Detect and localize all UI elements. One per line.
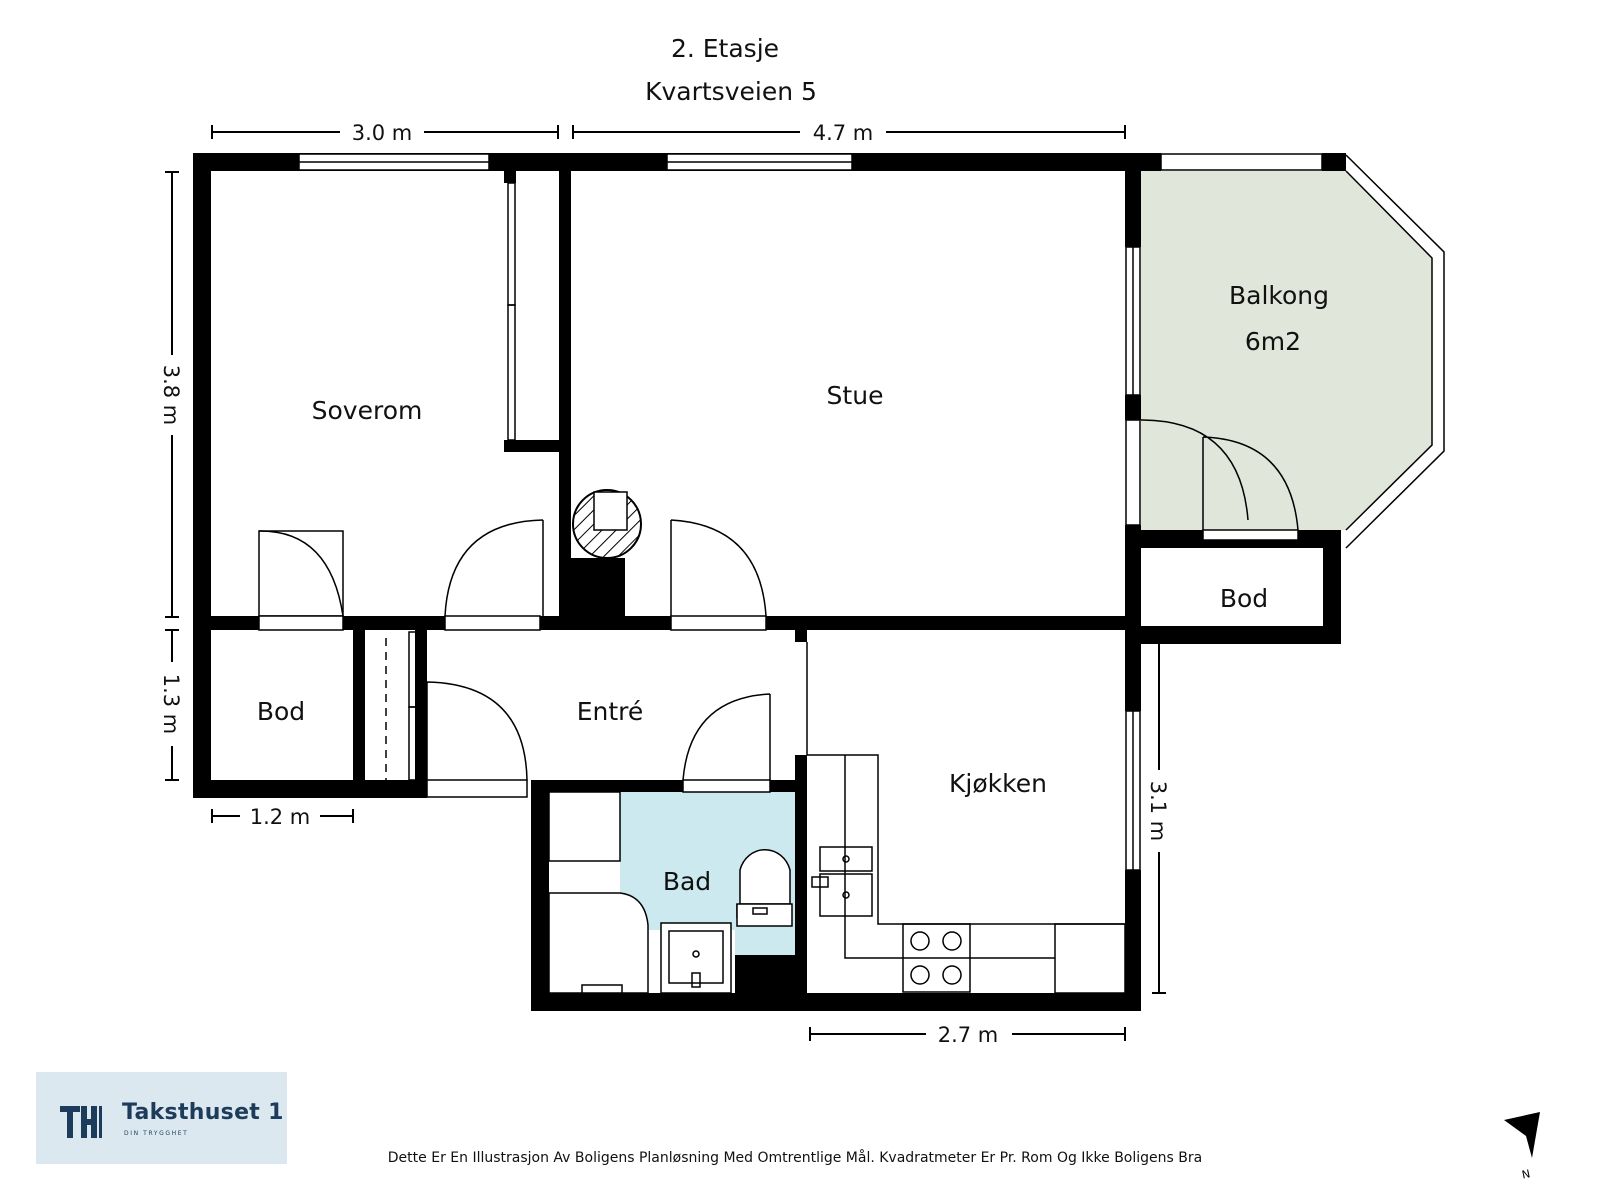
doors [258,182,1299,798]
bathroom-fixtures [548,791,793,994]
balcony-inner [1345,170,1433,531]
walls [193,153,1346,1011]
dimension-top-left: 3.0 m [352,121,413,145]
dimension-right-kitchen: 3.1 m [1146,781,1170,842]
dimension-left-lower: 1.3 m [159,674,183,735]
dimension-bottom-kitchen: 2.7 m [938,1023,999,1047]
taksthuset-logo-icon [60,1106,102,1138]
logo-name: Taksthuset 1 [122,1100,284,1125]
balcony-area [1141,171,1432,530]
room-label-entre: Entré [577,697,644,726]
floor-title: 2. Etasje [671,34,779,63]
kitchen-counters [807,754,1126,994]
balcony-railing [1345,154,1445,549]
room-label-bod-left: Bod [257,697,305,726]
fireplace [572,489,642,559]
address-title: Kvartsveien 5 [645,77,817,106]
dimension-bottom-left: 1.2 m [250,805,311,829]
room-label-kjokken: Kjøkken [949,769,1047,798]
room-label-bod-right: Bod [1220,584,1268,613]
room-label-balkong-area: 6m2 [1245,327,1301,356]
north-arrow-icon: N [1504,1112,1540,1182]
windows [298,153,1323,871]
dimension-top-right: 4.7 m [813,121,874,145]
disclaimer-text: Dette Er En Illustrasjon Av Boligens Pla… [387,1150,1203,1166]
compass-label: N [1521,1167,1532,1181]
company-logo: Taksthuset 1 DIN TRYGGHET [36,1072,287,1164]
dimension-lines [165,125,1166,1041]
room-label-bad: Bad [663,867,711,896]
room-label-stue: Stue [827,381,884,410]
dimension-left-upper: 3.8 m [159,365,183,426]
logo-tagline: DIN TRYGGHET [124,1130,189,1137]
room-label-balkong: Balkong [1229,281,1329,310]
room-label-soverom: Soverom [312,396,423,425]
